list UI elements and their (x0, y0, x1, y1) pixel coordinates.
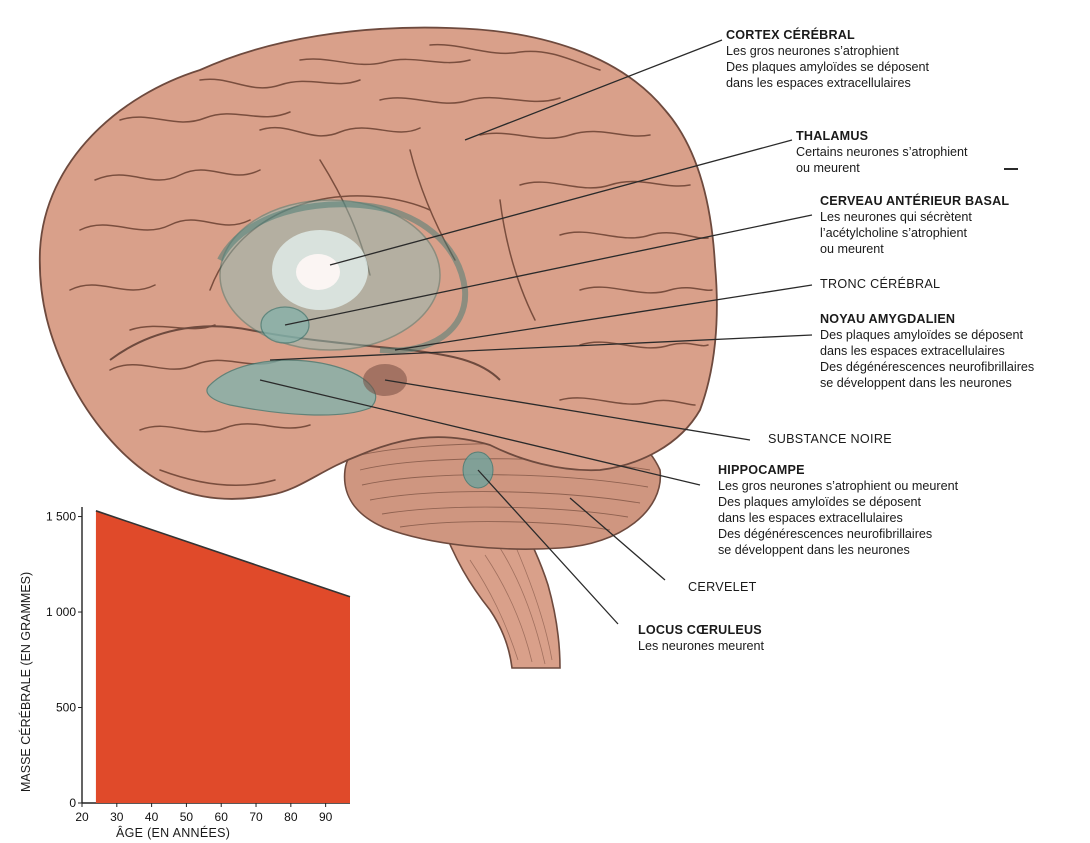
x-tick-label: 70 (249, 810, 263, 824)
chart-area (96, 511, 350, 803)
chart-y-axis-label: MASSE CÉRÉBRALE (EN GRAMMES) (19, 572, 33, 792)
chart-y-ticks: 0 500 1 000 1 500 (46, 510, 82, 810)
y-tick-label: 1 500 (46, 510, 76, 524)
chart-x-ticks: 20 30 40 50 60 70 80 90 (75, 803, 332, 824)
chart-area-fill (96, 511, 350, 803)
y-tick-label: 0 (69, 796, 76, 810)
x-tick-label: 20 (75, 810, 89, 824)
x-tick-label: 60 (215, 810, 229, 824)
x-tick-label: 30 (110, 810, 124, 824)
y-tick-label: 500 (56, 701, 76, 715)
x-tick-label: 50 (180, 810, 194, 824)
x-tick-label: 40 (145, 810, 159, 824)
x-tick-label: 90 (319, 810, 333, 824)
chart-x-axis-label: ÂGE (EN ANNÉES) (116, 826, 230, 840)
x-tick-label: 80 (284, 810, 298, 824)
y-tick-label: 1 000 (46, 605, 76, 619)
